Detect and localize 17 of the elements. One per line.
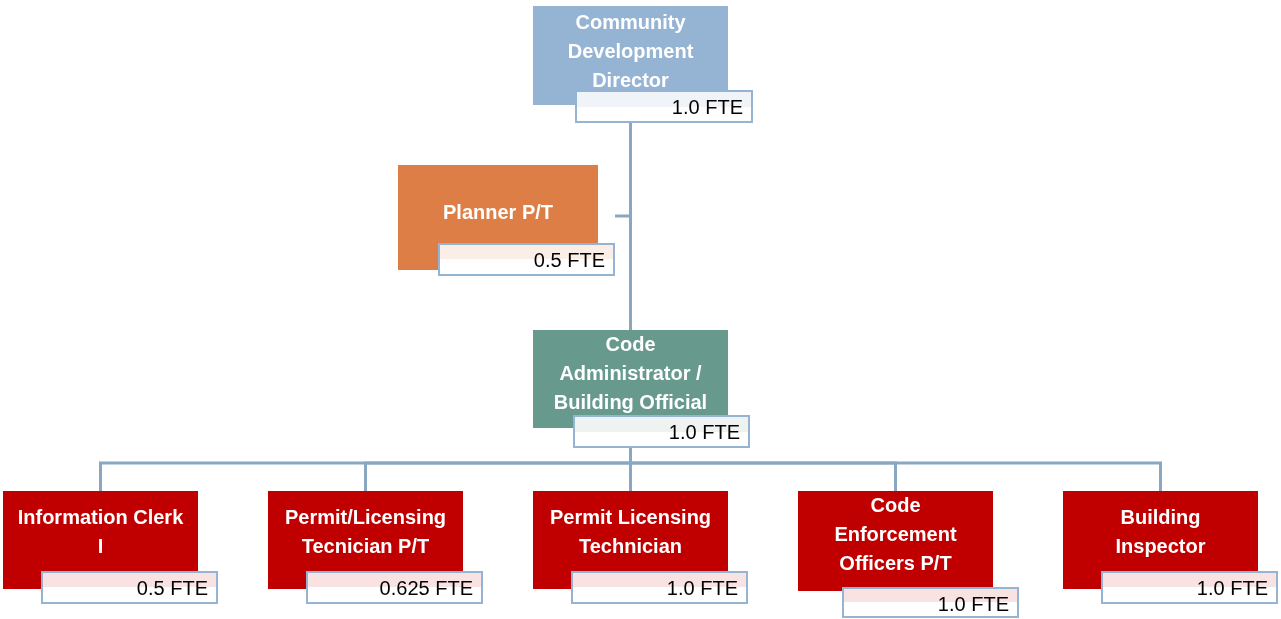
fte-label: 0.5 FTE <box>438 243 615 276</box>
connector-line <box>629 123 632 330</box>
fte-label: 1.0 FTE <box>571 571 748 604</box>
position-title: Permit/Licensing Tecnician P/T <box>283 505 448 559</box>
fte-label: 1.0 FTE <box>842 587 1019 618</box>
fte-label: 0.625 FTE <box>306 571 483 604</box>
position-title: Code Enforcement Officers P/T <box>833 493 958 576</box>
position-title: Code Administrator / Building Official <box>552 332 709 415</box>
position-title: Information Clerk I <box>17 505 184 559</box>
position-title: Community Development Director <box>566 10 695 93</box>
fte-label: 1.0 FTE <box>1101 571 1278 604</box>
fte-label: 0.5 FTE <box>41 571 218 604</box>
position-title: Building Inspector <box>1114 505 1207 559</box>
position-title: Permit Licensing Technician <box>548 505 713 559</box>
fte-label: 1.0 FTE <box>573 415 750 448</box>
position-title: Planner P/T <box>443 200 553 225</box>
fte-label: 1.0 FTE <box>575 90 753 123</box>
